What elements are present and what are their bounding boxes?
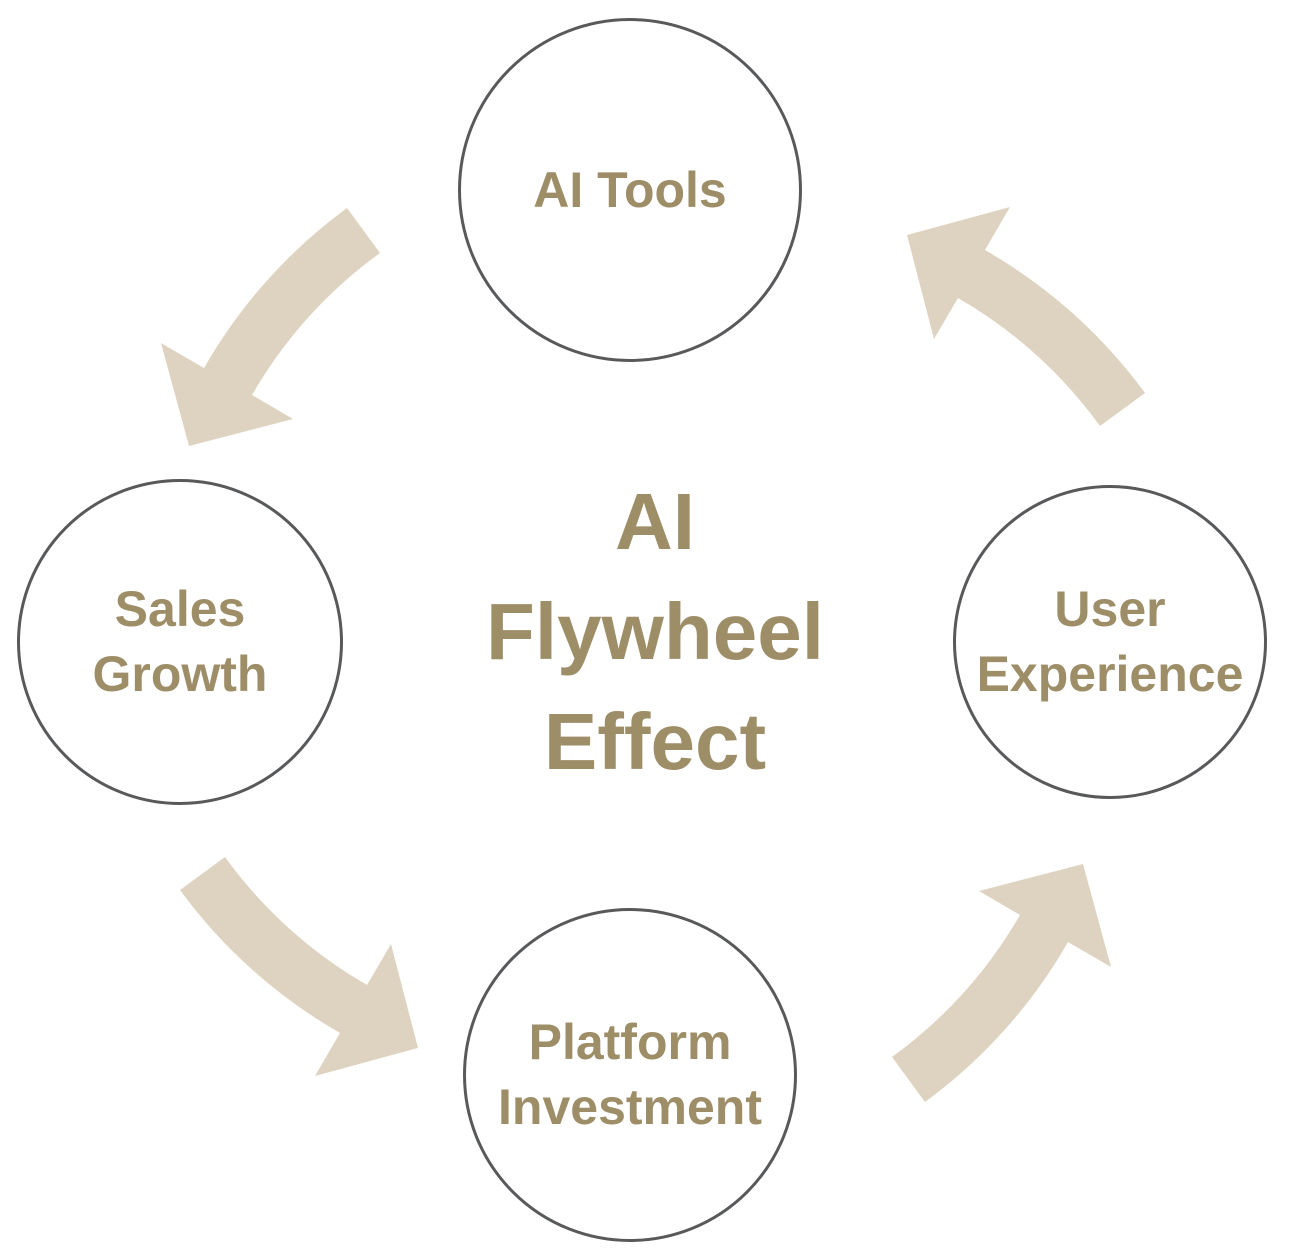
node-platform-investment: Platform Investment [463,908,797,1242]
title-line-1: AI [615,477,695,566]
title-line-2: Flywheel [486,587,824,676]
node-ai-tools: AI Tools [458,18,802,362]
node-label: AI Tools [533,161,727,218]
node-user-experience: User Experience [953,485,1267,799]
node-sales-growth: Sales Growth [17,479,343,805]
curved-arrow-down-left-icon [161,208,380,446]
curved-arrow-up-right-icon [892,864,1111,1102]
curved-arrow-down-right-icon [180,857,418,1076]
node-label: User Experience [976,581,1244,702]
title-line-3: Effect [543,697,767,786]
node-label: Sales Growth [92,581,268,702]
node-label: Platform Investment [498,1014,762,1135]
diagram-title: AI Flywheel Effect [445,467,865,797]
curved-arrow-up-left-icon [907,207,1145,426]
